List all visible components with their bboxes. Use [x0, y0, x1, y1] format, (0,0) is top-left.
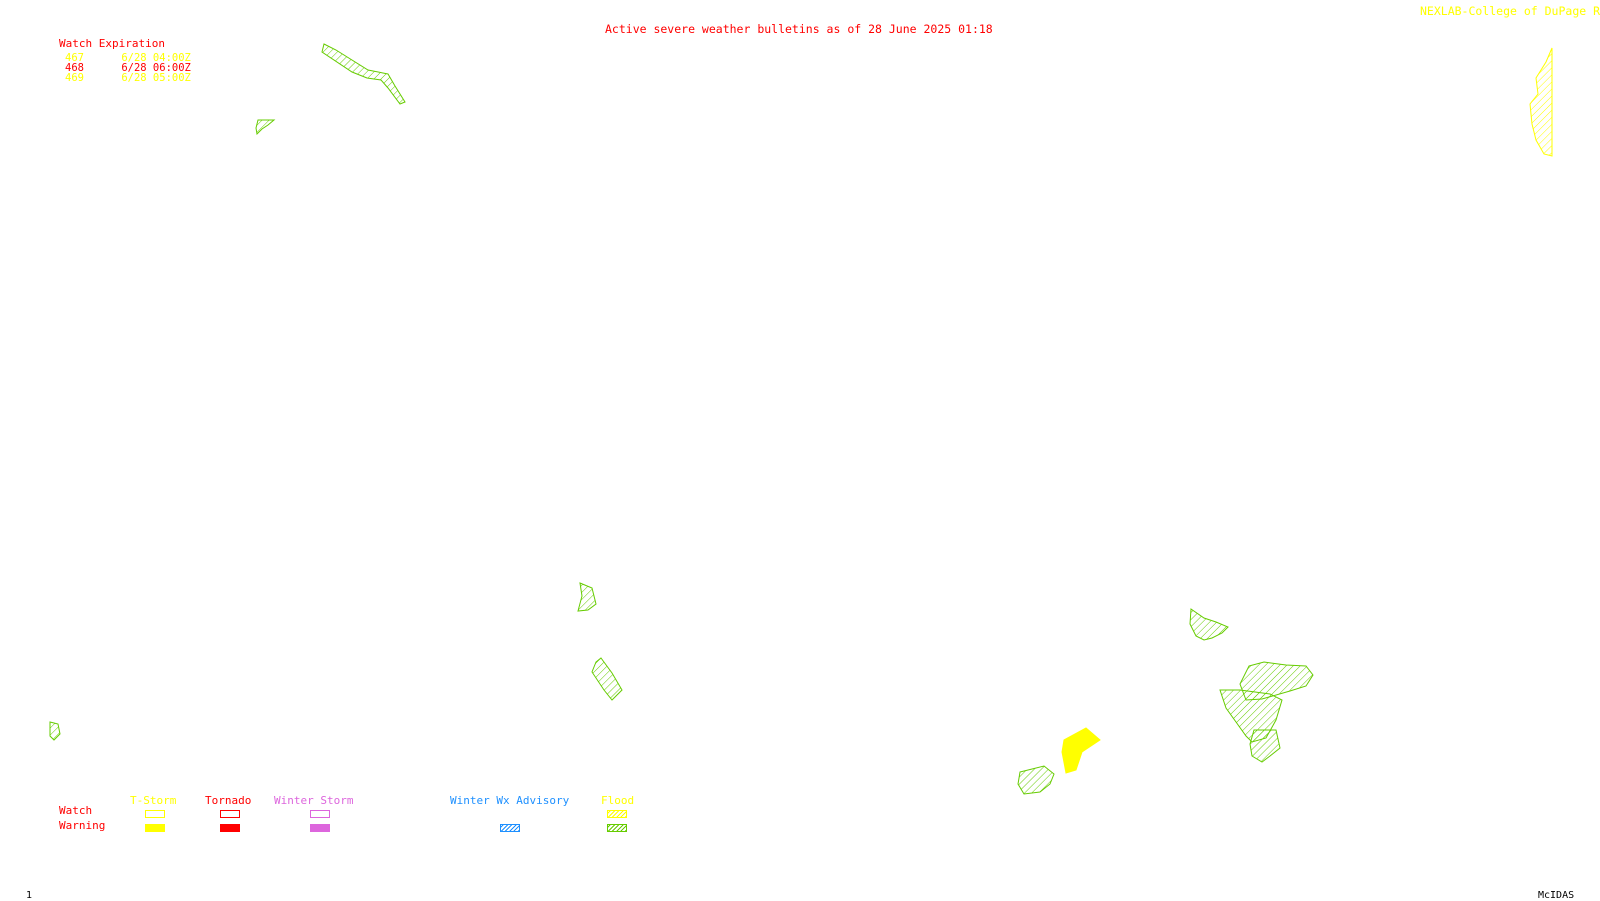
legend-tornado-label: Tornado: [205, 794, 252, 807]
legend-tstorm-watch-swatch: [145, 810, 165, 818]
legend-flood-label: Flood: [601, 794, 635, 807]
legend-winter-storm-warning-swatch: [310, 824, 330, 832]
tstorm-warning-area: [1061, 727, 1101, 774]
watch-number: 467: [65, 52, 84, 64]
watch-expires: 6/28 04:00Z: [121, 52, 191, 64]
flood-watch-area: [1529, 47, 1553, 157]
watch-expiration-row: 467 6/28 04:00Z: [65, 53, 191, 64]
flood-warning-area: [321, 43, 406, 105]
flood-warning-area: [49, 721, 61, 741]
watch-expiration-heading: Watch Expiration: [59, 37, 165, 50]
legend-row-warning: Warning: [59, 819, 106, 832]
mcidas-label: McIDAS: [1538, 890, 1575, 901]
credit-label: NEXLAB-College of DuPage R: [1420, 4, 1600, 18]
legend-tstorm-warning-swatch: [145, 824, 165, 832]
legend-row-watch: Watch: [59, 804, 93, 817]
watch-number: 468: [65, 62, 84, 74]
flood-warning-polygons: [49, 43, 1314, 795]
watch-expires: 6/28 06:00Z: [121, 62, 191, 74]
legend-tstorm-label: T-Storm: [130, 794, 177, 807]
page-title: Active severe weather bulletins as of 28…: [605, 22, 993, 36]
flood-warning-area: [1189, 608, 1229, 641]
watch-number: 469: [65, 72, 84, 84]
legend-winter-advisory-label: Winter Wx Advisory: [450, 794, 570, 807]
legend-tornado-warning-swatch: [220, 824, 240, 832]
flood-warning-area: [255, 119, 276, 136]
legend-winter-advisory-warning-swatch: [500, 824, 520, 832]
frame-number: 1: [26, 890, 33, 901]
legend-winter-storm-label: Winter Storm: [274, 794, 354, 807]
watch-expiration-row: 469 6/28 05:00Z: [65, 73, 191, 84]
legend-flood-watch-swatch: [607, 810, 627, 818]
legend-flood-warning-swatch: [607, 824, 627, 832]
flood-warning-area: [1249, 729, 1281, 763]
watch-expires: 6/28 05:00Z: [121, 72, 191, 84]
flood-warning-area: [1017, 765, 1055, 795]
flood-warning-area: [591, 657, 623, 701]
legend-winter-storm-watch-swatch: [310, 810, 330, 818]
watch-expiration-row: 468 6/28 06:00Z: [65, 63, 191, 74]
legend-tornado-watch-swatch: [220, 810, 240, 818]
flood-warning-area: [577, 582, 597, 612]
